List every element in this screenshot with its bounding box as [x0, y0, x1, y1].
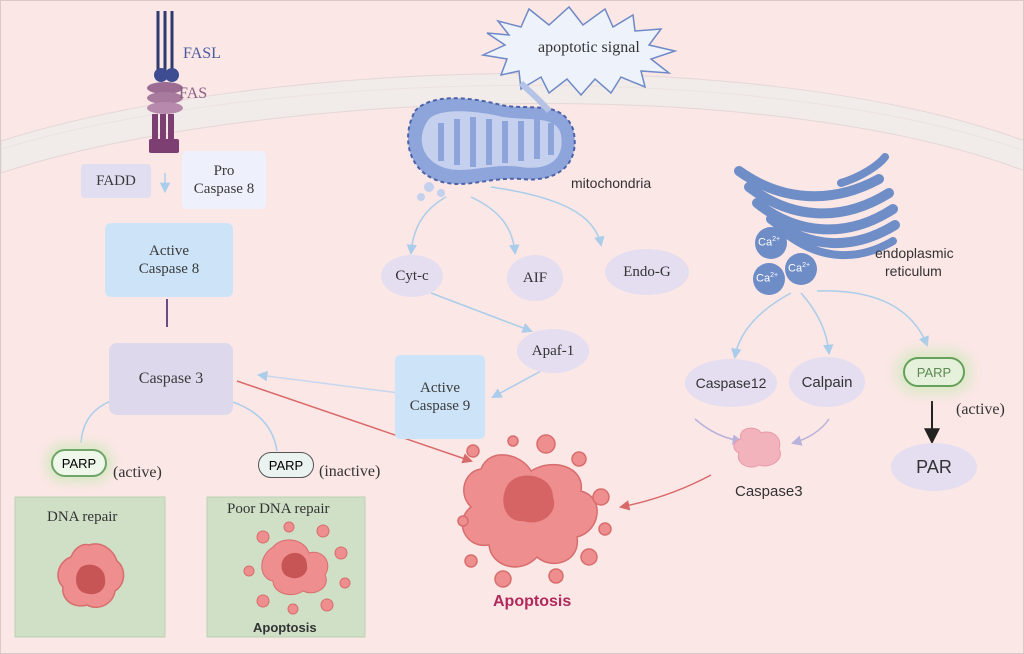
aif-node: AIF — [507, 255, 563, 301]
fadd-box: FADD — [81, 164, 151, 198]
active-caspase8-line1: Active — [149, 243, 189, 259]
caspase12-label: Caspase12 — [695, 375, 767, 391]
endoplasmic-reticulum-icon — [734, 153, 900, 260]
caspase12-node: Caspase12 — [685, 359, 777, 407]
healthy-cell-icon — [57, 543, 125, 609]
apoptotic-signal-burst — [480, 5, 678, 97]
calcium-ion-label-1: Ca2+ — [758, 236, 781, 249]
apoptosis-label: Apoptosis — [493, 593, 572, 610]
calcium-ion-label-3: Ca2+ — [788, 262, 811, 275]
apaf1-label: Apaf-1 — [531, 342, 575, 359]
er-parp-state: (active) — [956, 401, 1005, 418]
poor-dna-repair-title: Poor DNA repair — [227, 501, 330, 517]
pro-caspase8-box: Pro Caspase 8 — [182, 151, 266, 209]
parp-inactive-badge: PARP — [258, 452, 314, 478]
par-label: PAR — [916, 456, 952, 477]
er-label-line2: reticulum — [885, 263, 942, 279]
par-node: PAR — [891, 443, 977, 491]
fadd-label: FADD — [96, 173, 136, 189]
parp-active-label: PARP — [61, 455, 97, 471]
er-parp-badge: PARP — [903, 357, 965, 387]
aif-label: AIF — [522, 269, 548, 286]
mitochondria-icon — [407, 80, 576, 201]
parp-inactive-state: (inactive) — [319, 463, 381, 480]
calpain-label: Calpain — [801, 373, 853, 391]
cell-membrane — [1, 72, 1023, 174]
er-caspase3-label: Caspase3 — [735, 483, 803, 500]
endog-node: Endo-G — [605, 249, 689, 295]
calcium-ions-icon — [753, 227, 817, 295]
active-caspase9-line1: Active — [420, 380, 460, 396]
parp-active-state: (active) — [113, 464, 162, 481]
caspase3-box: Caspase 3 — [109, 343, 233, 415]
calcium-ion-label-2: Ca2+ — [756, 272, 779, 285]
apoptotic-signal-label: apoptotic signal — [538, 39, 640, 56]
cytc-node: Cyt-c — [381, 255, 443, 297]
active-caspase8-line2: Caspase 8 — [138, 261, 200, 277]
mitochondria-label: mitochondria — [571, 175, 652, 191]
active-caspase9-line2: Caspase 9 — [409, 398, 471, 414]
parp-inactive-label: PARP — [268, 457, 304, 473]
calpain-node: Calpain — [789, 357, 865, 407]
dna-repair-title: DNA repair — [47, 509, 118, 525]
pro-caspase8-line1: Pro — [213, 163, 235, 179]
pro-caspase8-line2: Caspase 8 — [193, 181, 255, 197]
fas-label: FAS — [179, 85, 208, 102]
er-label-line1: endoplasmic — [875, 245, 954, 261]
active-caspase9-box: Active Caspase 9 — [395, 355, 485, 439]
poor-dna-repair-caption: Apoptosis — [253, 620, 317, 635]
caspase3-protein-icon — [733, 427, 781, 468]
caspase3-label: Caspase 3 — [138, 370, 204, 388]
fasl-label: FASL — [183, 45, 221, 62]
fas-receptor-icon — [147, 11, 183, 153]
apaf1-node: Apaf-1 — [517, 329, 589, 373]
er-parp-label: PARP — [916, 364, 952, 380]
endog-label: Endo-G — [623, 263, 671, 280]
parp-active-badge: PARP — [51, 449, 107, 477]
active-caspase8-box: Active Caspase 8 — [105, 223, 233, 297]
cytc-label: Cyt-c — [395, 267, 429, 284]
